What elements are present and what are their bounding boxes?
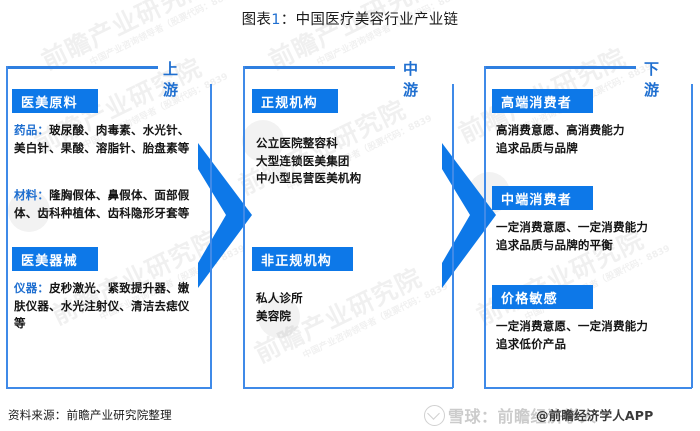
section-body-downstream-price-sensitive: 一定消费意愿、一定消费能力 追求低价产品 (496, 319, 649, 351)
section-header-midstream-informal: 非正规机构 (252, 247, 353, 271)
panel-border-right (691, 84, 693, 388)
section-header-label: 正规机构 (261, 95, 318, 111)
section-header-label: 高端消费者 (501, 95, 573, 111)
section-header-downstream-price-sensitive: 价格敏感 (492, 285, 593, 309)
chart-title-text: 中国医疗美容行业产业链 (295, 12, 459, 28)
panel-border-left (6, 66, 8, 388)
panel-border-right (452, 84, 454, 388)
section-body-upstream-materials: 材料：隆胸假体、鼻假体、面部假体、齿科种植体、齿科隐形牙套等 (14, 187, 200, 222)
block-label: 材料： (14, 188, 50, 202)
chart-title-prefix: 图表 (241, 12, 272, 28)
section-body-midstream-informal: 私人诊所 美容院 (256, 291, 303, 323)
section-body-upstream-instruments: 仪器：皮秒激光、紧致提升器、嫩肤仪器、水光注射仪、清洁去痣仪等 (14, 280, 200, 333)
section-header-label: 非正规机构 (261, 253, 333, 269)
section-header-label: 医美器械 (21, 253, 78, 269)
panel-border-bottom (243, 387, 453, 389)
panel-border-top (484, 66, 636, 69)
section-header-upstream-devices: 医美器械 (12, 247, 98, 271)
stage-label-midstream: 中游 (403, 60, 420, 99)
panel-border-left (243, 66, 245, 388)
section-header-upstream-materials: 医美原料 (12, 89, 98, 113)
section-header-midstream-formal: 正规机构 (252, 89, 338, 113)
arrow-upstream-to-midstream (198, 143, 252, 288)
source-note: 资料来源：前瞻产业研究院整理 (8, 408, 172, 422)
panel-border-bottom (6, 387, 212, 389)
section-body-downstream-midrange: 一定消费意愿、一定消费能力 追求品质与品牌的平衡 (496, 220, 649, 252)
block-text: 隆胸假体、鼻假体、面部假体、齿科种植体、齿科隐形牙套等 (14, 188, 190, 220)
xueqiu-watermark: 雪球：前瞻经济学人 (424, 403, 597, 427)
block-text: 皮秒激光、紧致提升器、嫩肤仪器、水光注射仪、清洁去痣仪等 (14, 281, 190, 330)
xueqiu-watermark-text: 雪球：前瞻经济学人 (448, 407, 597, 426)
stage-label-upstream: 上游 (163, 60, 180, 99)
chart-title-number: 1 (271, 12, 281, 28)
chart-title: 图表1：中国医疗美容行业产业链 (0, 8, 700, 29)
section-body-downstream-premium: 高消费意愿、高消费能力 追求品质与品牌 (496, 123, 625, 155)
section-header-label: 中端消费者 (501, 192, 573, 208)
chart-title-separator: ： (280, 12, 296, 28)
stage-label-downstream: 下游 (644, 60, 661, 99)
section-header-downstream-midrange: 中端消费者 (492, 186, 593, 210)
panel-border-bottom (484, 387, 692, 389)
block-text: 玻尿酸、肉毒素、水光针、美白针、果酸、溶脂针、胎盘素等 (14, 123, 190, 155)
panel-border-top (6, 66, 158, 69)
panel-border-top (243, 66, 395, 69)
panel-border-right (210, 84, 212, 388)
xueqiu-logo-icon (424, 404, 445, 426)
panel-border-left (484, 66, 486, 388)
block-label: 药品： (14, 123, 50, 137)
section-body-upstream-drugs: 药品：玻尿酸、肉毒素、水光针、美白针、果酸、溶脂针、胎盘素等 (14, 122, 200, 157)
section-header-label: 价格敏感 (501, 291, 558, 307)
app-attribution-tag: @前瞻经济学人APP (536, 408, 654, 423)
arrow-midstream-to-downstream (442, 143, 496, 288)
section-body-midstream-formal: 公立医院整容科 大型连锁医美集团 中小型民营医美机构 (256, 136, 362, 185)
section-header-label: 医美原料 (21, 95, 78, 111)
section-header-downstream-premium: 高端消费者 (492, 89, 593, 113)
block-label: 仪器： (14, 281, 50, 295)
